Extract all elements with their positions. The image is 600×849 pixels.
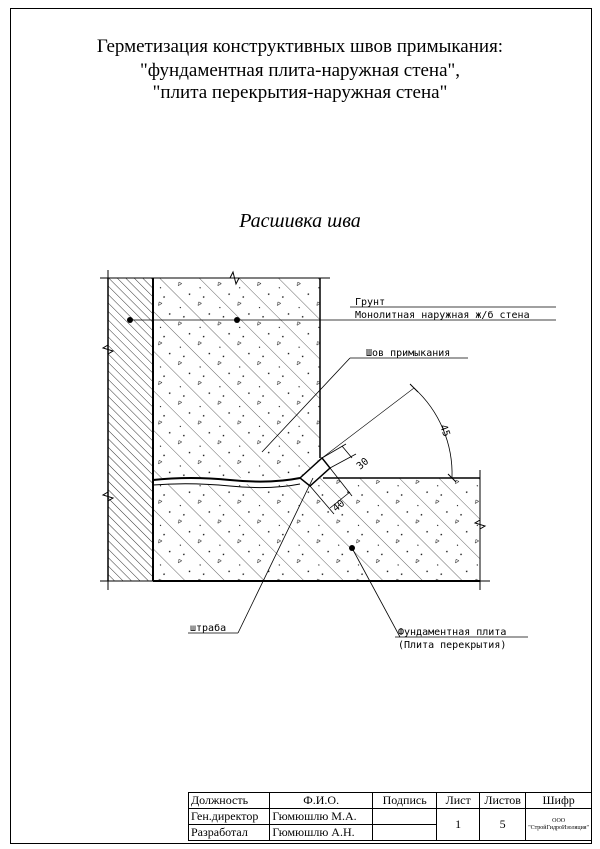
title-line-2: "фундаментная плита-наружная стена", xyxy=(139,60,461,81)
stamp-company-line2: "СтройГидроИзоляция" xyxy=(528,824,589,831)
stamp-header-name: Ф.И.О. xyxy=(269,792,373,809)
stamp-row2-position: Разработал xyxy=(187,824,271,841)
dimension-30: 30 xyxy=(355,456,371,472)
drawing-subtitle: Расшивка шва xyxy=(239,210,361,232)
label-slab-foundation: Фундаментная плита xyxy=(398,627,506,638)
title-line-1: Герметизация конструктивных швов примыка… xyxy=(96,36,504,57)
soil-hatch xyxy=(108,278,153,581)
stamp-header-sheets: Листов xyxy=(479,792,527,809)
stamp-row1-position: Ген.директор xyxy=(187,808,271,825)
stamp-header-code: Шифр xyxy=(525,792,592,809)
label-wall: Монолитная наружная ж/б стена xyxy=(355,309,530,321)
stamp-company-line1: ООО xyxy=(552,817,566,824)
drawing-frame xyxy=(10,8,592,844)
stamp-sheets-total: 5 xyxy=(479,808,527,841)
stamp-row1-name: Гюмюшлю М.А. xyxy=(269,808,373,825)
slab-concrete xyxy=(153,478,480,581)
stamp-header-signature: Подпись xyxy=(371,792,438,809)
title-line-3: "плита перекрытия-наружная стена" xyxy=(152,82,448,103)
dimension-angle-45: 45 xyxy=(437,423,451,438)
stamp-company: ООО "СтройГидроИзоляция" xyxy=(525,808,592,841)
stamp-header-sheet: Лист xyxy=(436,792,481,809)
label-grunt: Грунт xyxy=(355,297,385,308)
label-groove: штраба xyxy=(190,622,226,634)
label-slab-floor: (Плита перекрытия) xyxy=(398,640,506,651)
title-block: Должность Ф.И.О. Подпись Лист Листов Шиф… xyxy=(187,792,592,844)
label-joint: Шов примыкания xyxy=(366,348,450,359)
stamp-row2-name: Гюмюшлю А.Н. xyxy=(269,824,373,841)
wall-concrete xyxy=(153,278,320,478)
stamp-header-position: Должность xyxy=(187,792,271,809)
stamp-sheet-number: 1 xyxy=(436,808,481,841)
